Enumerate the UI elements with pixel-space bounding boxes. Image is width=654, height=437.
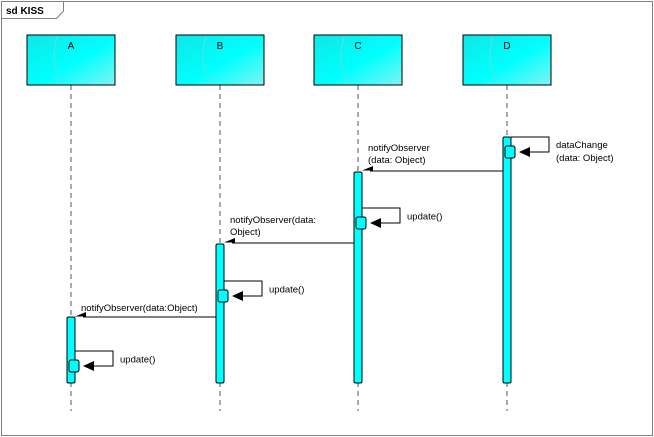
lifeline-c[interactable]: C <box>313 34 403 411</box>
nested-activation <box>355 216 367 230</box>
message-line <box>75 350 114 367</box>
message-label: (data: Object) <box>368 155 426 166</box>
lifeline-label: C <box>354 41 361 52</box>
nested-activation <box>68 359 80 373</box>
arrow-head <box>519 147 530 157</box>
lifeline-label: A <box>68 41 75 52</box>
self-message[interactable]: update() <box>355 207 442 230</box>
lifeline-a[interactable]: A <box>26 34 116 411</box>
call-message[interactable]: notifyObserver(data: Object) <box>362 143 503 172</box>
lifeline-head-shading <box>202 35 213 85</box>
lifeline-b[interactable]: B <box>175 34 265 411</box>
lifeline-head-box[interactable] <box>313 34 403 86</box>
lifeline-head-shading <box>53 35 64 85</box>
lifeline-d[interactable]: D <box>462 34 552 411</box>
arrow-head <box>232 291 243 301</box>
activation-bar <box>66 316 76 384</box>
message-line <box>362 207 401 224</box>
lifeline-label: B <box>217 41 224 52</box>
lifeline-head-shading <box>489 35 500 85</box>
arrow-head <box>75 312 86 317</box>
self-message[interactable]: update() <box>68 350 155 373</box>
message-label: (data: Object) <box>556 153 614 164</box>
message-label: update() <box>407 212 442 223</box>
message-line <box>511 136 550 153</box>
message-label: update() <box>120 355 155 366</box>
activation-bar <box>215 243 225 384</box>
arrow-head <box>362 166 373 171</box>
lifeline-label: D <box>503 41 510 52</box>
activation-bar <box>502 136 512 384</box>
nested-activation <box>504 145 516 159</box>
self-message[interactable]: update() <box>217 280 304 303</box>
message-line <box>224 280 263 297</box>
message-label: notifyObserver(data:Object) <box>81 303 198 314</box>
activation-bar <box>353 171 363 384</box>
lifeline-head-box[interactable] <box>26 34 116 86</box>
call-message[interactable]: notifyObserver(data:Object) <box>224 215 354 244</box>
arrow-head <box>224 238 235 243</box>
message-label: update() <box>269 285 304 296</box>
arrow-head <box>370 218 381 228</box>
self-message[interactable]: dataChange (data: Object) <box>504 136 614 164</box>
message-label: notifyObserver(data: <box>230 215 316 226</box>
lifeline-head-box[interactable] <box>462 34 552 86</box>
message-label: dataChange <box>556 140 608 151</box>
arrow-head <box>83 361 94 371</box>
message-label: notifyObserver <box>368 143 430 154</box>
lifeline-head-shading <box>340 35 351 85</box>
message-label: Object) <box>230 227 261 238</box>
lifeline-head-box[interactable] <box>175 34 265 86</box>
nested-activation <box>217 289 229 303</box>
frame-label: sd KISS <box>6 6 44 17</box>
call-message[interactable]: notifyObserver(data:Object) <box>75 303 216 318</box>
